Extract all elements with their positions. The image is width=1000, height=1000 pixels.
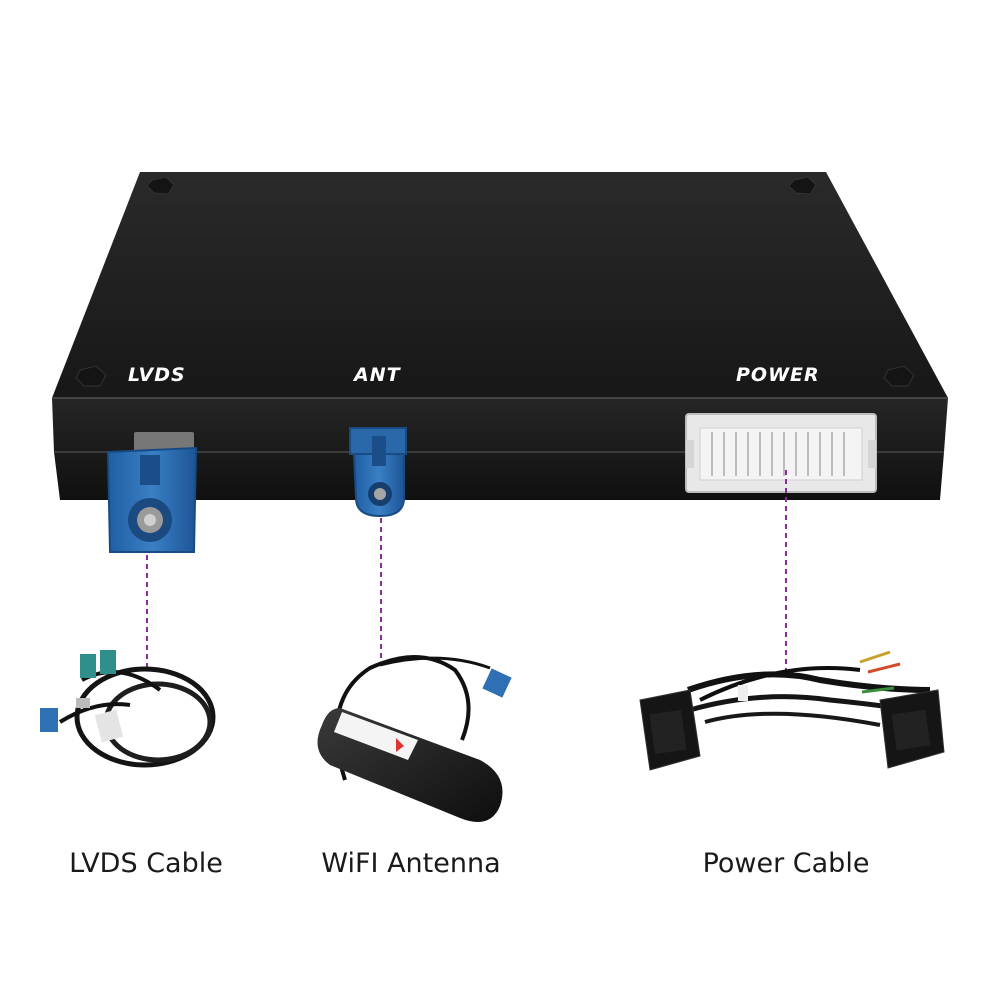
screw-icon bbox=[146, 176, 175, 195]
wifi-antenna-image bbox=[317, 655, 512, 822]
port-label-power: POWER bbox=[736, 364, 820, 386]
caption-power-cable: Power Cable bbox=[702, 848, 870, 879]
power-connector bbox=[685, 413, 877, 493]
port-label-ant: ANT bbox=[352, 364, 402, 386]
lvds-connector bbox=[106, 432, 198, 553]
screw-icon bbox=[883, 365, 915, 387]
lvds-cable-image bbox=[40, 650, 216, 768]
port-label-lvds: LVDS bbox=[128, 364, 186, 386]
caption-lvds-cable: LVDS Cable bbox=[69, 848, 223, 879]
leader-lines bbox=[146, 470, 787, 672]
screw-icon bbox=[788, 176, 817, 195]
caption-wifi-antenna: WiFI Antenna bbox=[321, 848, 501, 879]
box-top-panel bbox=[52, 172, 948, 398]
power-cable-image bbox=[639, 650, 945, 771]
screw-icon bbox=[75, 365, 107, 387]
ant-connector bbox=[349, 427, 407, 518]
